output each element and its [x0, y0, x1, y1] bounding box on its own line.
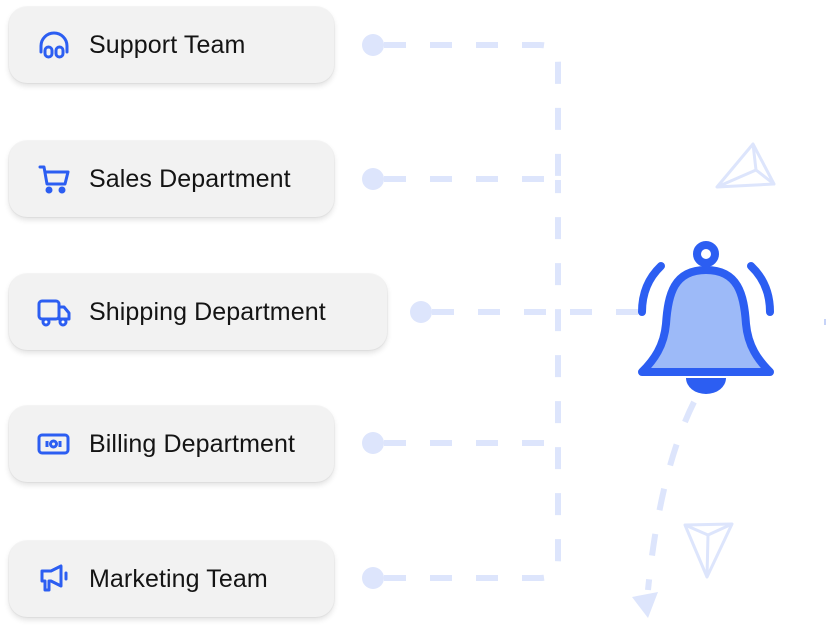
department-card-billing[interactable]: Billing Department: [9, 406, 334, 482]
money-bill-icon: [37, 427, 71, 461]
connector-dot-shipping: [410, 301, 432, 323]
connector-dot-billing: [362, 432, 384, 454]
department-card-support[interactable]: Support Team: [9, 7, 334, 83]
department-label: Shipping Department: [89, 297, 326, 326]
edge-mark: [824, 319, 826, 325]
bell-body: [638, 266, 774, 376]
connector-support: [384, 42, 561, 190]
headset-icon: [37, 28, 71, 62]
department-card-marketing[interactable]: Marketing Team: [9, 541, 334, 617]
department-label: Sales Department: [89, 164, 291, 193]
ring-wave-right: [747, 262, 774, 316]
megaphone-icon: [37, 562, 71, 596]
connector-marketing: [384, 180, 561, 581]
paper-plane-icon: [715, 142, 776, 189]
connector-dot-marketing: [362, 567, 384, 589]
outgoing-arrow-path: [645, 400, 697, 591]
department-label: Marketing Team: [89, 564, 268, 593]
bell-icon: [638, 241, 774, 394]
department-label: Billing Department: [89, 429, 296, 458]
shopping-cart-icon: [37, 162, 71, 196]
department-label: Support Team: [89, 30, 246, 59]
connector-dot-sales: [362, 168, 384, 190]
arrow-head-icon: [632, 592, 658, 618]
ring-wave-left: [638, 262, 665, 316]
department-card-sales[interactable]: Sales Department: [9, 141, 334, 217]
bell-loop: [693, 241, 719, 267]
department-card-shipping[interactable]: Shipping Department: [9, 274, 387, 350]
bell-clapper: [686, 378, 726, 394]
paper-plane-icon: [683, 522, 734, 579]
connector-dot-support: [362, 34, 384, 56]
truck-icon: [37, 295, 71, 329]
